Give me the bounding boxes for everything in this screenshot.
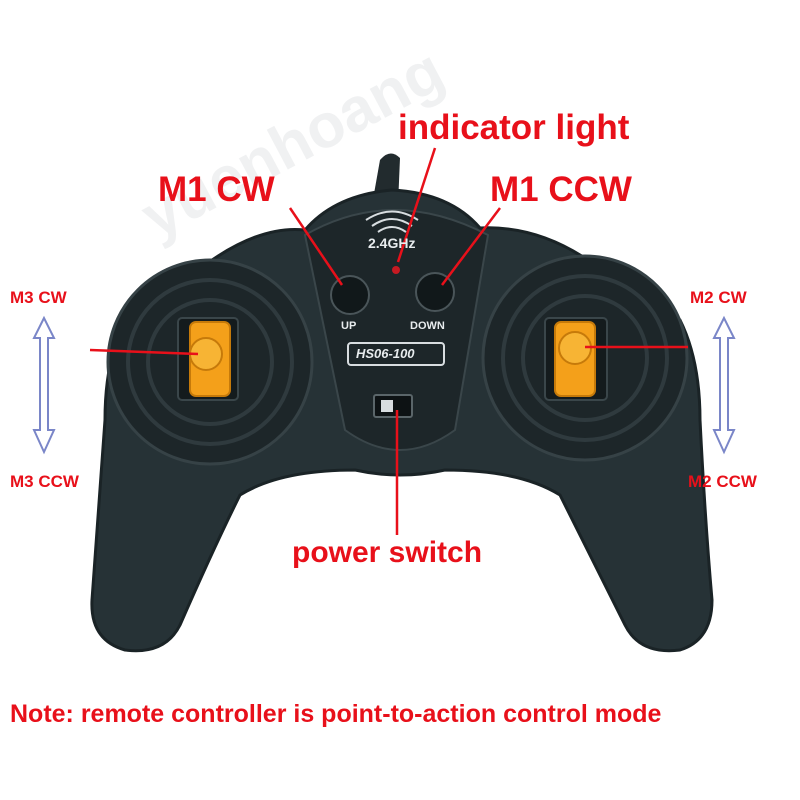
up-button[interactable]: [330, 275, 370, 315]
left-stick[interactable]: [189, 321, 231, 397]
up-label: UP: [341, 320, 357, 332]
m3-direction-arrow: [32, 315, 56, 455]
power-switch-label: power switch: [292, 536, 483, 569]
m2-ccw-label: M2 CCW: [688, 472, 757, 491]
right-stick[interactable]: [554, 321, 596, 397]
m3-ccw-label: M3 CCW: [10, 472, 79, 491]
indicator-pointer: [396, 147, 437, 263]
m3-pointer: [89, 348, 199, 356]
indicator-led: [392, 266, 400, 274]
down-label: DOWN: [410, 320, 445, 332]
m1-ccw-pointer: [441, 207, 501, 286]
badge-2-4ghz: 2.4GHz: [368, 235, 416, 251]
indicator-light-label: indicator light: [398, 108, 630, 147]
m1-ccw-label: M1 CCW: [490, 170, 632, 209]
model-label: HS06-100: [356, 346, 415, 361]
note-text: Note: remote controller is point-to-acti…: [10, 700, 662, 728]
m2-cw-label: M2 CW: [690, 288, 747, 307]
pointer-lines: [89, 147, 688, 535]
model-plate: [347, 342, 445, 366]
m3-cw-label: M3 CW: [10, 288, 67, 307]
m1-cw-label: M1 CW: [158, 170, 275, 209]
m2-direction-arrow: [712, 315, 736, 455]
m1-cw-pointer: [288, 207, 344, 286]
power-switch[interactable]: [373, 394, 413, 418]
